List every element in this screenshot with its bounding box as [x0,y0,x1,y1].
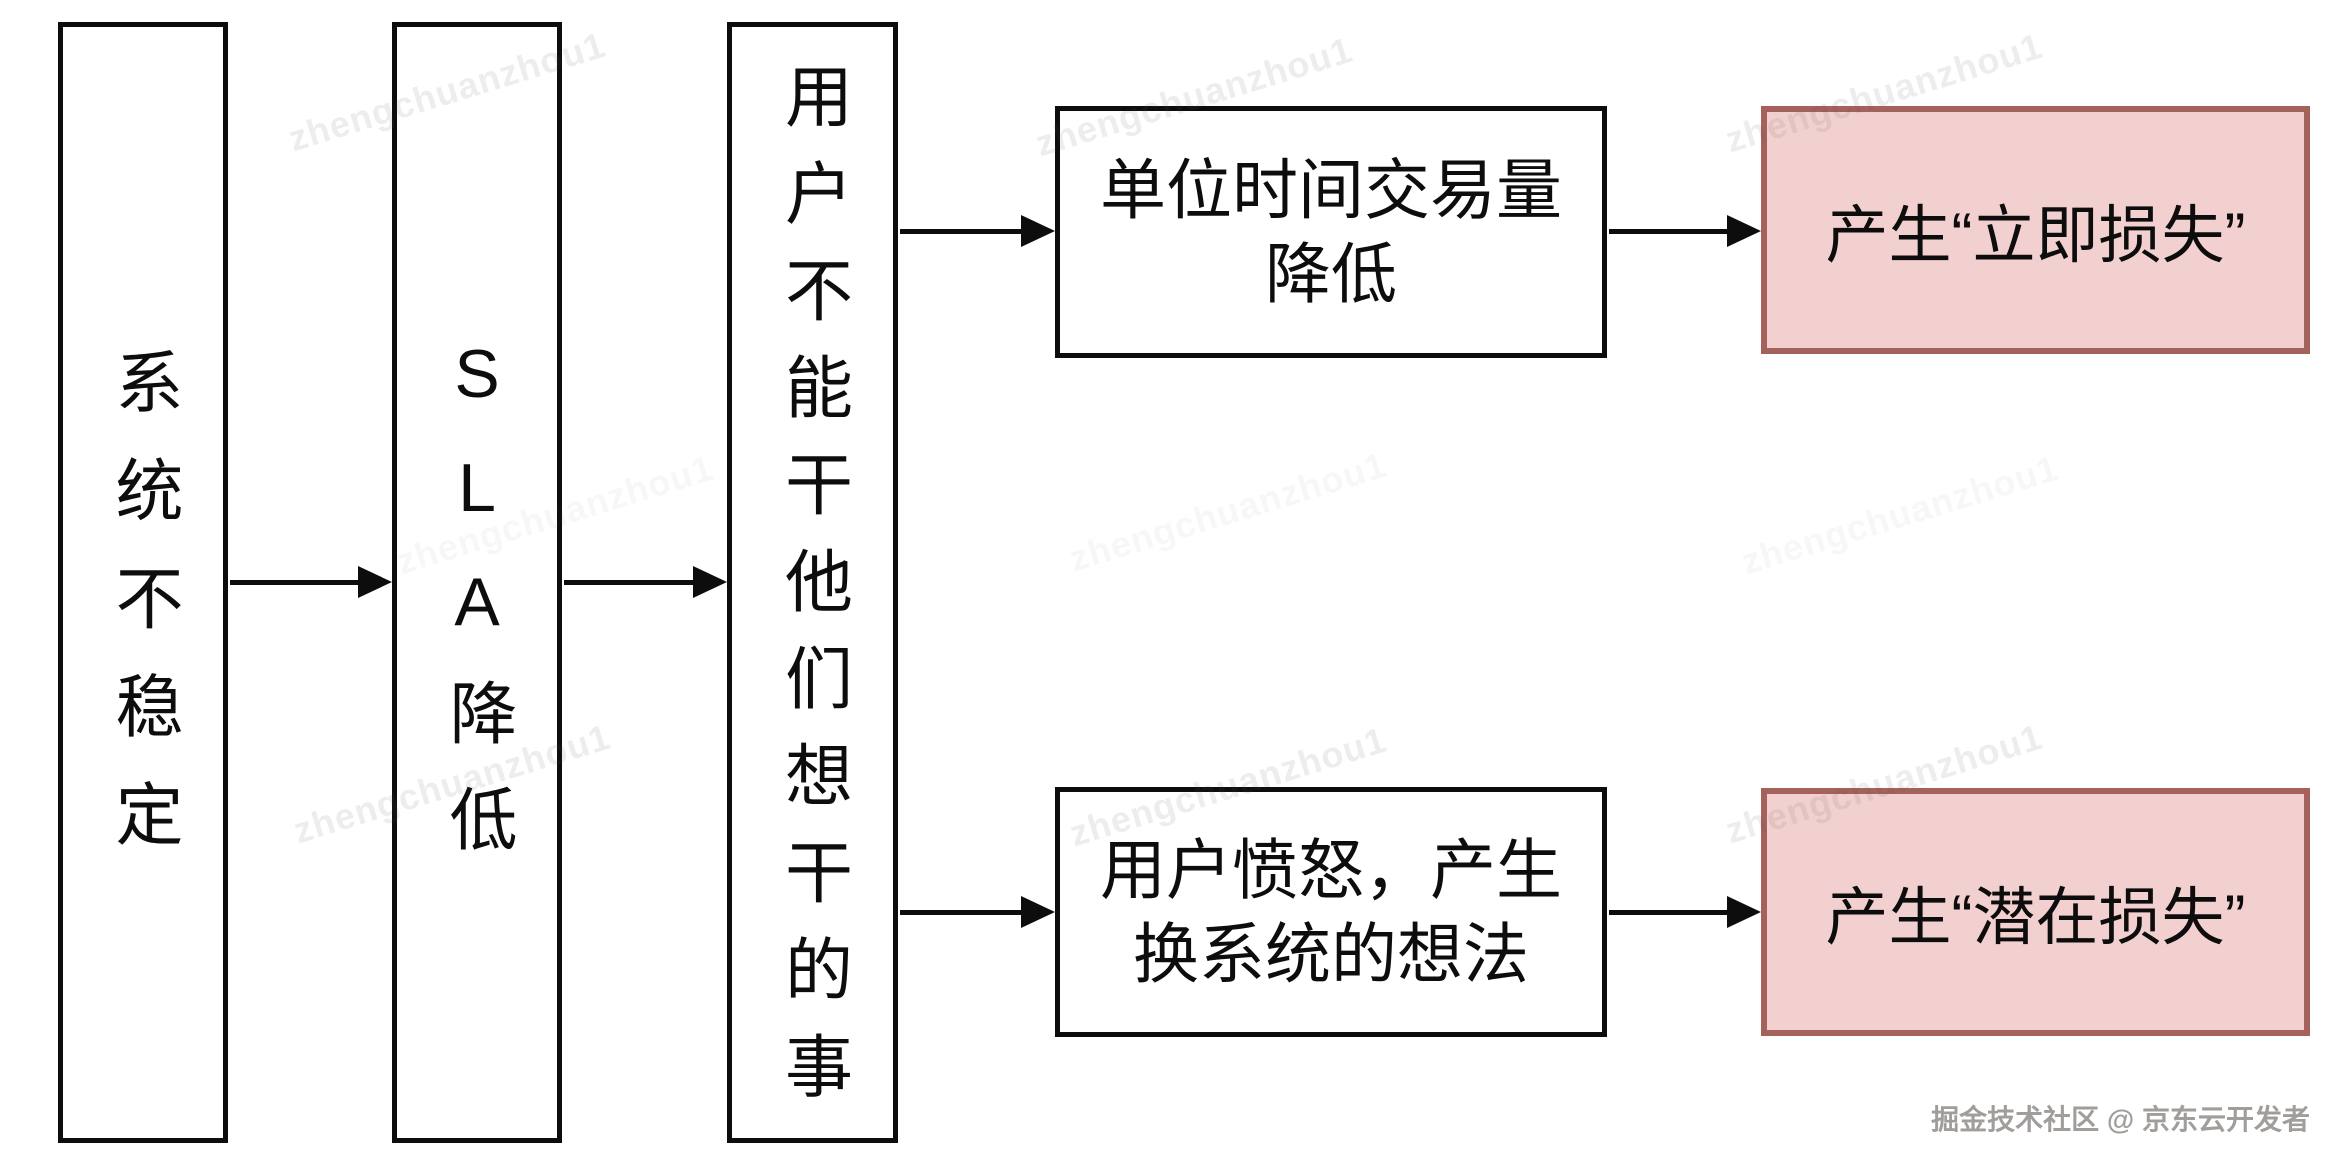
node-user-anger-line2: 换系统的想法 [1133,917,1529,991]
arrow-transaction-to-immediate-loss [1609,215,1761,247]
arrow-head-icon [693,566,727,598]
arrow-shaft [900,910,1025,915]
node-transaction-drop-line1: 单位时间交易量 [1100,152,1562,227]
arrow-shaft [1609,229,1731,234]
watermark-text: zhengchuanzhou1 [1065,444,1392,580]
node-sla-decrease-label: SLA降低 [439,335,515,890]
node-user-blocked: 用户不能干他们想干的事 [727,22,898,1143]
node-immediate-loss: 产生“立即损失” [1761,106,2310,354]
arrow-head-icon [1021,215,1055,247]
node-system-unstable-label: 系统不稳定 [105,346,181,887]
arrow-shaft [900,229,1025,234]
arrow-user-to-anger [900,896,1055,928]
node-user-anger: 用户愤怒，产生 换系统的想法 [1055,787,1607,1037]
credit-watermark: 掘金技术社区 @ 京东云开发者 [1931,1104,2310,1135]
arrow-shaft [564,580,697,585]
watermark-text: zhengchuanzhou1 [1737,447,2064,583]
arrow-shaft [230,580,362,585]
arrow-head-icon [1021,896,1055,928]
arrow-head-icon [1727,896,1761,928]
arrow-sla-to-user [564,566,727,598]
arrow-anger-to-potential-loss [1609,896,1761,928]
node-immediate-loss-label: 产生“立即损失” [1825,200,2246,271]
arrow-system-to-sla [230,566,392,598]
arrow-head-icon [1727,215,1761,247]
arrow-head-icon [358,566,392,598]
node-sla-decrease: SLA降低 [392,22,562,1143]
node-system-unstable: 系统不稳定 [58,22,228,1143]
arrow-shaft [1609,910,1731,915]
node-potential-loss: 产生“潜在损失” [1761,788,2310,1036]
node-user-blocked-label: 用户不能干他们想干的事 [774,61,851,1128]
node-potential-loss-label: 产生“潜在损失” [1825,882,2246,953]
node-transaction-drop: 单位时间交易量 降低 [1055,106,1607,358]
arrow-user-to-transaction [900,215,1055,247]
node-user-anger-line1: 用户愤怒，产生 [1100,832,1562,907]
node-transaction-drop-line2: 降低 [1265,237,1397,311]
